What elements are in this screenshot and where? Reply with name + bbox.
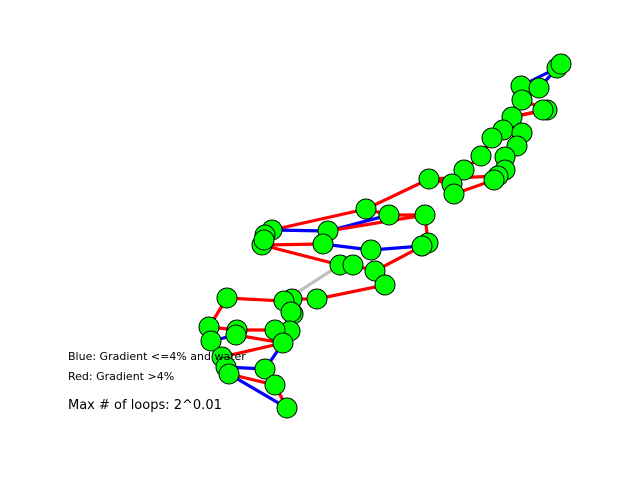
- red-edge: [364, 177, 431, 211]
- graph-node: [264, 374, 286, 396]
- red-edge: [260, 243, 342, 267]
- graph-node: [253, 229, 275, 251]
- graph-node: [254, 358, 276, 380]
- graph-node: [200, 330, 222, 352]
- graph-node: [481, 127, 503, 149]
- graph-nodes: [198, 53, 572, 419]
- graph-node: [532, 99, 554, 121]
- graph-node: [411, 235, 433, 257]
- graph-node: [443, 183, 465, 205]
- graph-node: [528, 77, 550, 99]
- red-edge: [326, 213, 427, 233]
- graph-node: [374, 274, 396, 296]
- red-edge: [270, 207, 368, 232]
- graph-node: [550, 53, 572, 75]
- graph-node: [272, 332, 294, 354]
- legend-blue-label: Blue: Gradient <=4% and water: [68, 350, 246, 363]
- legend-red-label: Red: Gradient >4%: [68, 370, 175, 383]
- graph-node: [414, 204, 436, 226]
- blue-edge: [227, 372, 289, 410]
- graph-node: [483, 169, 505, 191]
- graph-node: [218, 363, 240, 385]
- graph-node: [225, 324, 247, 346]
- graph-node: [306, 288, 328, 310]
- graph-node: [453, 159, 475, 181]
- red-edge: [315, 283, 387, 301]
- graph-node: [312, 233, 334, 255]
- graph-node: [276, 397, 298, 419]
- graph-node: [355, 198, 377, 220]
- max-loops-label: Max # of loops: 2^0.01: [68, 398, 222, 413]
- graph-node: [378, 204, 400, 226]
- graph-node: [342, 254, 364, 276]
- graph-node: [280, 301, 302, 323]
- graph-node: [511, 89, 533, 111]
- graph-node: [216, 287, 238, 309]
- graph-node: [470, 145, 492, 167]
- graph-node: [360, 239, 382, 261]
- graph-node: [418, 168, 440, 190]
